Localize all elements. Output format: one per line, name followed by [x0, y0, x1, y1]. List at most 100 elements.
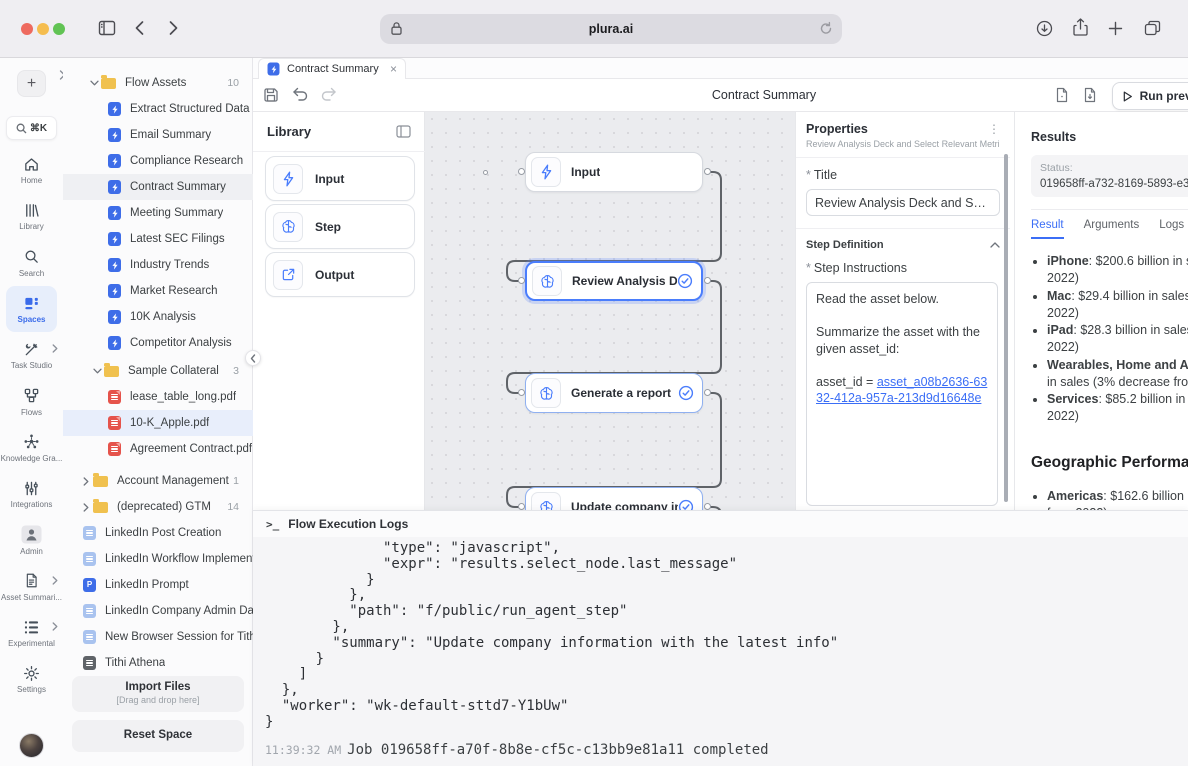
tree-item-label: Account Management [117, 475, 229, 487]
share-icon[interactable] [1073, 18, 1088, 37]
chevron-down-icon[interactable] [90, 368, 104, 374]
tree-item[interactable]: Competitor Analysis [63, 330, 253, 356]
library-card-step[interactable]: Step [265, 204, 415, 249]
tree-item[interactable]: Email Summary [63, 122, 253, 148]
rail-item-spaces[interactable]: Spaces [6, 285, 57, 333]
library-card-output[interactable]: Output [265, 252, 415, 297]
redo-icon[interactable] [320, 87, 337, 102]
flow-doc-icon [267, 62, 280, 76]
results-tab-logs[interactable]: Logs [1159, 219, 1185, 231]
kebab-menu-icon[interactable]: ⋮ [988, 122, 1000, 136]
maximize-window-button[interactable] [53, 23, 65, 35]
tree-item[interactable]: Extract Structured Data [63, 96, 253, 122]
rail-item-task-studio[interactable]: Task Studio [0, 332, 63, 378]
node-input-port[interactable] [518, 168, 525, 175]
chevron-down-icon[interactable] [87, 80, 101, 86]
node-input-port[interactable] [518, 389, 525, 396]
rail-item-admin[interactable]: Admin [0, 517, 63, 563]
chevron-right-icon[interactable] [79, 476, 93, 486]
flow-node-generate-a-report[interactable]: Generate a report [525, 373, 703, 413]
flow-node-input[interactable]: Input [525, 152, 703, 192]
tree-item[interactable]: Latest SEC Filings [63, 226, 253, 252]
tree-item-label: Industry Trends [130, 259, 210, 271]
rail-item-asset-summari[interactable]: Asset Summari... [0, 564, 63, 610]
tree-item[interactable]: LinkedIn Workflow Implementa... [63, 546, 253, 572]
tree-item[interactable]: Agreement Contract.pdf [63, 436, 253, 462]
reset-space-button[interactable]: Reset Space [72, 720, 244, 752]
results-tab-result[interactable]: Result [1031, 219, 1064, 239]
browser-forward-icon[interactable] [168, 20, 179, 36]
rail-item-knowledge-gra[interactable]: Knowledge Gra... [0, 425, 63, 471]
rail-item-library[interactable]: Library [0, 193, 63, 239]
library-card-input[interactable]: Input [265, 156, 415, 201]
node-output-port[interactable] [704, 168, 711, 175]
tree-item-label: Email Summary [130, 129, 212, 141]
run-preview-button[interactable]: Run preview [1112, 82, 1188, 110]
title-input[interactable]: Review Analysis Deck and Select Relevant… [806, 189, 1000, 216]
save-icon[interactable] [263, 87, 279, 103]
tree-item[interactable]: Meeting Summary [63, 200, 253, 226]
import-files-button[interactable]: Import Files [Drag and drop here] [72, 676, 244, 712]
close-window-button[interactable] [21, 23, 33, 35]
tab-close-icon[interactable]: × [389, 62, 397, 76]
node-input-port[interactable] [518, 503, 525, 510]
tree-item[interactable]: LinkedIn Post Creation [63, 520, 253, 546]
tree-item[interactable]: Contract Summary [63, 174, 253, 200]
tab-overview-icon[interactable] [1144, 20, 1161, 36]
browser-back-icon[interactable] [134, 20, 145, 36]
panel-collapse-icon[interactable] [396, 125, 411, 138]
tree-item[interactable]: 10K Analysis [63, 304, 253, 330]
tree-item[interactable]: LinkedIn Company Admin Dash... [63, 598, 253, 624]
user-avatar[interactable] [19, 733, 44, 758]
node-output-port[interactable] [704, 389, 711, 396]
tree-item[interactable]: Industry Trends [63, 252, 253, 278]
results-tab-arguments[interactable]: Arguments [1083, 219, 1140, 231]
node-output-port[interactable] [704, 503, 711, 510]
undo-icon[interactable] [292, 87, 309, 102]
tree-item[interactable]: Tithi Athena [63, 650, 253, 676]
asset-id-link[interactable]: asset_a08b2636-6332-412a-957a-213d9d1664… [816, 374, 988, 406]
new-tab-icon[interactable] [1108, 21, 1123, 36]
item-count-badge: 14 [227, 501, 239, 513]
tree-item[interactable]: Market Research [63, 278, 253, 304]
tab-contract-summary[interactable]: Contract Summary × [258, 58, 406, 79]
doc-export-icon[interactable] [1055, 87, 1069, 103]
flow-title: Contract Summary [711, 88, 817, 102]
step-definition-header[interactable]: Step Definition [806, 239, 1000, 251]
chevron-right-icon[interactable] [79, 502, 93, 512]
node-output-port[interactable] [704, 277, 711, 284]
instructions-textarea[interactable]: Read the asset below. Summarize the asse… [806, 282, 998, 506]
tree-item[interactable]: New Browser Session for Tithi ... [63, 624, 253, 650]
reload-icon[interactable] [819, 21, 833, 36]
search-shortcut-button[interactable]: ⌘K [6, 116, 57, 140]
logs-header[interactable]: >_ Flow Execution Logs [253, 511, 1188, 537]
new-space-button[interactable]: + [17, 70, 46, 97]
step-definition-label: Step Definition [806, 239, 884, 251]
rail-item-integrations[interactable]: Integrations [0, 471, 63, 517]
browser-sidebar-toggle-icon[interactable] [98, 20, 116, 36]
downloads-icon[interactable] [1036, 20, 1053, 37]
doc-download-icon[interactable] [1083, 87, 1097, 103]
tree-item[interactable]: lease_table_long.pdf [63, 384, 253, 410]
rail-item-experimental[interactable]: Experimental [0, 610, 63, 656]
flow-node-update-company-inform[interactable]: Update company inform... [525, 487, 703, 510]
rail-item-settings[interactable]: Settings [0, 656, 63, 702]
tree-item[interactable]: 10-K_Apple.pdf [63, 410, 253, 436]
folder-icon [93, 473, 108, 487]
rail-item-flows[interactable]: Flows [0, 378, 63, 424]
url-bar[interactable]: plura.ai [380, 14, 842, 44]
node-input-port[interactable] [518, 277, 525, 284]
flow-node-review-analysis-deck-a[interactable]: Review Analysis Deck a... [525, 261, 703, 301]
minimize-window-button[interactable] [37, 23, 49, 35]
properties-scrollbar[interactable] [1004, 154, 1008, 502]
tree-item[interactable]: Compliance Research [63, 148, 253, 174]
rail-item-home[interactable]: Home [0, 147, 63, 193]
rail-item-search[interactable]: Search [0, 240, 63, 286]
collapse-tree-button[interactable] [245, 350, 261, 366]
